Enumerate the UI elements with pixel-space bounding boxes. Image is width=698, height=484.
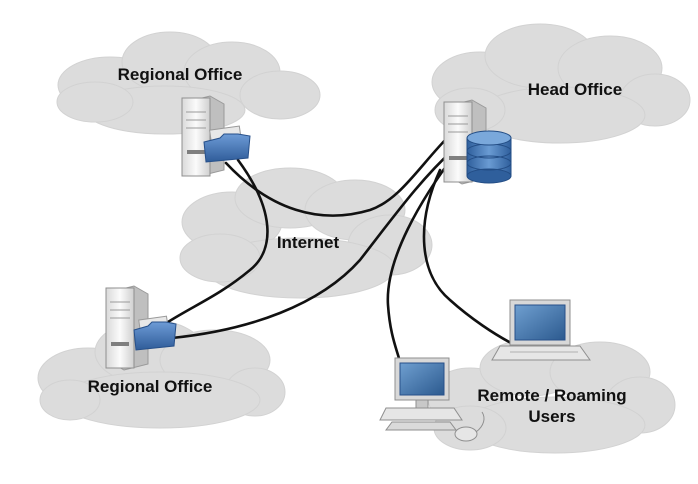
network-links xyxy=(166,133,517,364)
mouse-icon xyxy=(454,411,485,442)
label-remote-users-line1: Remote / Roaming xyxy=(477,386,626,405)
desktop-computer-icon xyxy=(379,357,463,431)
laptop-icon xyxy=(491,299,591,361)
label-regional-office-top: Regional Office xyxy=(118,65,243,84)
label-head-office: Head Office xyxy=(528,80,622,99)
link-regional-top-to-regional-bottom xyxy=(166,158,269,324)
link-regional-bottom-to-head xyxy=(170,146,457,340)
link-regional-top-to-head xyxy=(224,133,452,217)
database-icon xyxy=(466,130,512,184)
server-icon xyxy=(105,285,149,371)
label-internet: Internet xyxy=(277,233,340,252)
link-head-to-laptop xyxy=(422,168,517,347)
cloud-internet xyxy=(179,167,433,299)
folder-icon xyxy=(203,125,251,163)
folder-icon xyxy=(133,315,177,351)
label-remote-users-line2: Users xyxy=(528,407,575,426)
cloud-head-office xyxy=(431,23,691,144)
label-regional-office-bottom: Regional Office xyxy=(88,377,213,396)
